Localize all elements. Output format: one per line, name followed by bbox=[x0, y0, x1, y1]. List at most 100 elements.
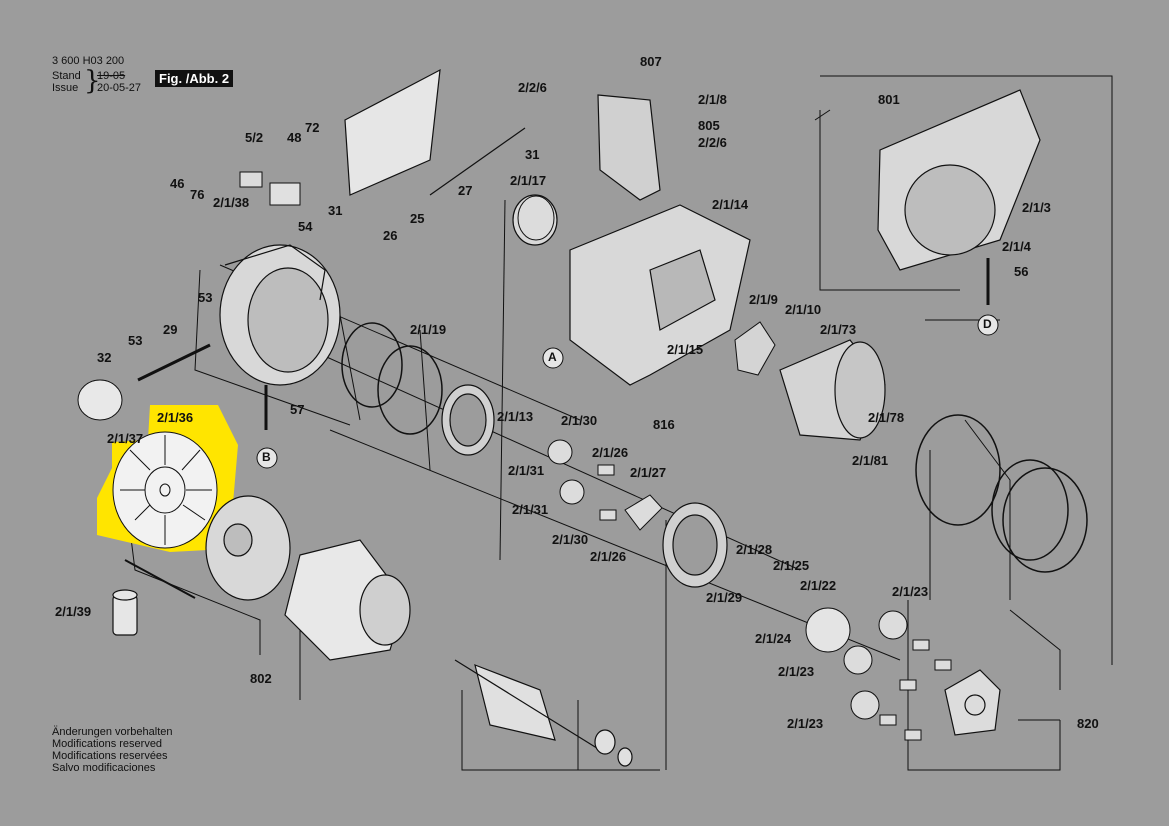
callout-2-1-22: 2/1/22 bbox=[800, 578, 837, 593]
note-es: Salvo modificaciones bbox=[52, 762, 156, 774]
callout-2-1-14: 2/1/14 bbox=[712, 197, 749, 212]
callout-2-1-26-a: 2/1/26 bbox=[592, 445, 629, 460]
callout-2-1-31-a: 2/1/31 bbox=[508, 463, 545, 478]
note-de: Änderungen vorbehalten bbox=[52, 726, 173, 738]
callout-32: 32 bbox=[97, 350, 112, 365]
callout-2-1-8: 2/1/8 bbox=[698, 92, 727, 107]
callout-2-1-73: 2/1/73 bbox=[820, 322, 857, 337]
motor-housing bbox=[219, 244, 341, 386]
callout-53-b: 53 bbox=[128, 333, 143, 348]
callout-2-1-81: 2/1/81 bbox=[852, 453, 889, 468]
callout-816: 816 bbox=[653, 417, 675, 432]
planet-carrier bbox=[624, 494, 663, 531]
callout-2-1-39: 2/1/39 bbox=[55, 604, 92, 619]
callout-805: 805 bbox=[698, 118, 720, 133]
callout-5-2: 5/2 bbox=[245, 130, 264, 145]
callout-2-1-30-a: 2/1/30 bbox=[561, 413, 598, 428]
ref-a: A bbox=[548, 350, 557, 364]
stand-date: 19-05 bbox=[97, 70, 126, 82]
rings-right bbox=[915, 414, 1088, 573]
callout-29: 29 bbox=[163, 322, 178, 337]
callout-2-1-4: 2/1/4 bbox=[1002, 239, 1031, 254]
ring-2-1-19 bbox=[341, 322, 443, 435]
callout-2-1-26-b: 2/1/26 bbox=[590, 549, 627, 564]
callout-820: 820 bbox=[1077, 716, 1099, 731]
callout-76: 76 bbox=[190, 187, 205, 202]
callout-48: 48 bbox=[287, 130, 302, 145]
callout-53-a: 53 bbox=[198, 290, 213, 305]
callout-2-2-6-b: 2/2/6 bbox=[698, 135, 727, 150]
gear-unit-820 bbox=[944, 669, 1001, 736]
switch-5-2 bbox=[239, 171, 263, 188]
callout-46: 46 bbox=[170, 176, 185, 191]
long-screw bbox=[124, 559, 196, 599]
callout-2-1-23-c: 2/1/23 bbox=[787, 716, 824, 731]
ring-gear-large bbox=[662, 502, 728, 588]
modification-notes: Änderungen vorbehalten Modifications res… bbox=[52, 726, 172, 774]
callout-31-a: 31 bbox=[328, 203, 343, 218]
figure-tag: Fig. /Abb. 2 bbox=[155, 70, 234, 87]
callout-2-1-19: 2/1/19 bbox=[410, 322, 447, 337]
callout-2-1-27: 2/1/27 bbox=[630, 465, 667, 480]
switch-2-1-38 bbox=[269, 182, 301, 206]
callout-2-1-23-b: 2/1/23 bbox=[778, 664, 815, 679]
callout-2-1-9: 2/1/9 bbox=[749, 292, 778, 307]
note-en: Modifications reserved bbox=[52, 738, 163, 750]
reference-circles bbox=[256, 314, 999, 469]
callout-2-1-17: 2/1/17 bbox=[510, 173, 547, 188]
callout-2-1-38: 2/1/38 bbox=[213, 195, 250, 210]
callout-31-b: 31 bbox=[525, 147, 540, 162]
shaft-29 bbox=[137, 343, 211, 382]
callout-2-2-6: 2/2/6 bbox=[518, 80, 547, 95]
brace-glyph: } bbox=[84, 66, 101, 96]
callout-801: 801 bbox=[878, 92, 900, 107]
planet-gears bbox=[547, 439, 952, 741]
callout-2-1-24: 2/1/24 bbox=[755, 631, 792, 646]
callout-54: 54 bbox=[298, 219, 313, 234]
knob-32 bbox=[77, 379, 123, 421]
callout-25: 25 bbox=[410, 211, 425, 226]
callout-807: 807 bbox=[640, 54, 662, 69]
callout-2-1-25: 2/1/25 bbox=[773, 558, 810, 573]
stand-label: Stand bbox=[52, 70, 81, 82]
fan-cone bbox=[779, 339, 886, 441]
ref-d: D bbox=[983, 317, 992, 331]
callout-2-1-36: 2/1/36 bbox=[157, 410, 194, 425]
bearing-2-1-17 bbox=[517, 195, 555, 241]
callout-2-1-78: 2/1/78 bbox=[868, 410, 905, 425]
callout-2-1-15: 2/1/15 bbox=[667, 342, 704, 357]
callout-26: 26 bbox=[383, 228, 398, 243]
cover-plate bbox=[597, 94, 661, 201]
ref-b: B bbox=[262, 450, 271, 464]
callout-27: 27 bbox=[458, 183, 473, 198]
housing-801 bbox=[877, 89, 1041, 271]
callout-2-1-13: 2/1/13 bbox=[497, 409, 534, 424]
frame-line-801 bbox=[819, 110, 960, 291]
capacitor bbox=[112, 589, 138, 636]
callout-2-1-28: 2/1/28 bbox=[736, 542, 773, 557]
flap-guard bbox=[344, 68, 526, 196]
callout-2-1-30-b: 2/1/30 bbox=[552, 532, 589, 547]
bearing-shield bbox=[205, 495, 291, 601]
callout-2-1-37: 2/1/37 bbox=[107, 431, 144, 446]
armature bbox=[454, 659, 633, 767]
fan-part bbox=[112, 431, 218, 549]
ring-gear-small bbox=[441, 384, 495, 456]
document-number: 3 600 H03 200 bbox=[52, 55, 125, 67]
callout-802: 802 bbox=[250, 671, 272, 686]
note-fr: Modifications reservées bbox=[52, 750, 168, 762]
callout-2-1-31-b: 2/1/31 bbox=[512, 502, 549, 517]
callout-2-1-3: 2/1/3 bbox=[1022, 200, 1051, 215]
issue-label: Issue bbox=[52, 82, 79, 94]
disc-2-1-24 bbox=[805, 607, 851, 653]
callout-2-1-23-a: 2/1/23 bbox=[892, 584, 929, 599]
callout-2-1-29: 2/1/29 bbox=[706, 590, 743, 605]
callout-57: 57 bbox=[290, 402, 305, 417]
callout-2-1-10: 2/1/10 bbox=[785, 302, 822, 317]
stator bbox=[284, 539, 411, 661]
callout-56: 56 bbox=[1014, 264, 1029, 279]
issue-date: 20-05-27 bbox=[97, 82, 142, 94]
gasket-2-1-9 bbox=[734, 321, 776, 376]
